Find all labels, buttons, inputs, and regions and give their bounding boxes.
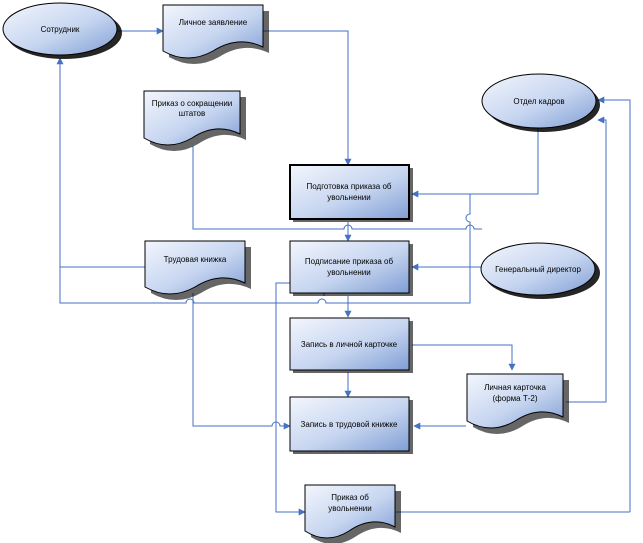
- personal-card-t2-label-2: (форма Т-2): [493, 394, 538, 403]
- node-dismissal-order: Приказ об увольнении: [304, 484, 401, 543]
- node-work-book-entry: Запись в трудовой книжке: [289, 396, 413, 454]
- hr-department-label: Отдел кадров: [513, 97, 564, 106]
- sign-order-label-2: увольнении: [327, 268, 371, 277]
- node-personal-card-entry: Запись в личной карточке: [289, 317, 413, 373]
- edge-hr-to-prepare: [411, 126, 539, 198]
- node-employee: Сотрудник: [2, 2, 122, 59]
- staff-reduction-order-label-2: штатов: [179, 109, 206, 118]
- edge-card-entry-to-t2: [412, 344, 516, 371]
- edge-employee-to-hr-loop: [59, 194, 471, 304]
- node-staff-reduction-order: Приказ о сокращении штатов: [143, 90, 246, 151]
- employee-label: Сотрудник: [41, 25, 80, 34]
- edge-statement-to-prepare: [263, 30, 352, 166]
- prepare-order-label-1: Подготовка приказа об: [307, 182, 392, 191]
- sign-order-label-1: Подписание приказа об: [305, 257, 394, 266]
- edge-workbook-to-employee: [56, 57, 145, 268]
- connectors: [56, 27, 631, 516]
- general-director-label: Генеральный директор: [495, 265, 581, 274]
- edge-sign-to-dismissal-order: [275, 282, 306, 516]
- node-prepare-dismissal-order: Подготовка приказа об увольнении: [289, 164, 413, 222]
- node-general-director: Генеральный директор: [480, 242, 600, 299]
- edge-workbook-to-book-entry: [192, 293, 291, 430]
- dismissal-order-label-2: увольнении: [328, 504, 372, 513]
- node-hr-department: Отдел кадров: [481, 73, 600, 132]
- node-sign-dismissal-order: Подписание приказа об увольнении: [289, 240, 413, 296]
- edge-t2-to-hr: [566, 116, 607, 403]
- personal-card-entry-label: Запись в личной карточке: [301, 340, 398, 349]
- node-personal-statement: Личное заявление: [162, 4, 269, 64]
- staff-reduction-order-label-1: Приказ о сокращении: [152, 99, 233, 108]
- work-record-book-label: Трудовая книжка: [164, 255, 227, 264]
- edge-reduction-to-director-line: [192, 146, 482, 230]
- personal-card-t2-label-1: Личная карточка: [484, 383, 546, 392]
- prepare-order-label-2: увольнении: [327, 193, 371, 202]
- dismissal-order-label-1: Приказ об: [331, 493, 369, 502]
- edge-order-to-hr: [597, 96, 631, 512]
- node-personal-card-t2: Личная карточка (форма Т-2): [466, 373, 569, 434]
- personal-statement-label: Личное заявление: [179, 18, 248, 27]
- node-work-record-book: Трудовая книжка: [144, 240, 251, 300]
- work-book-entry-label: Запись в трудовой книжке: [301, 420, 398, 429]
